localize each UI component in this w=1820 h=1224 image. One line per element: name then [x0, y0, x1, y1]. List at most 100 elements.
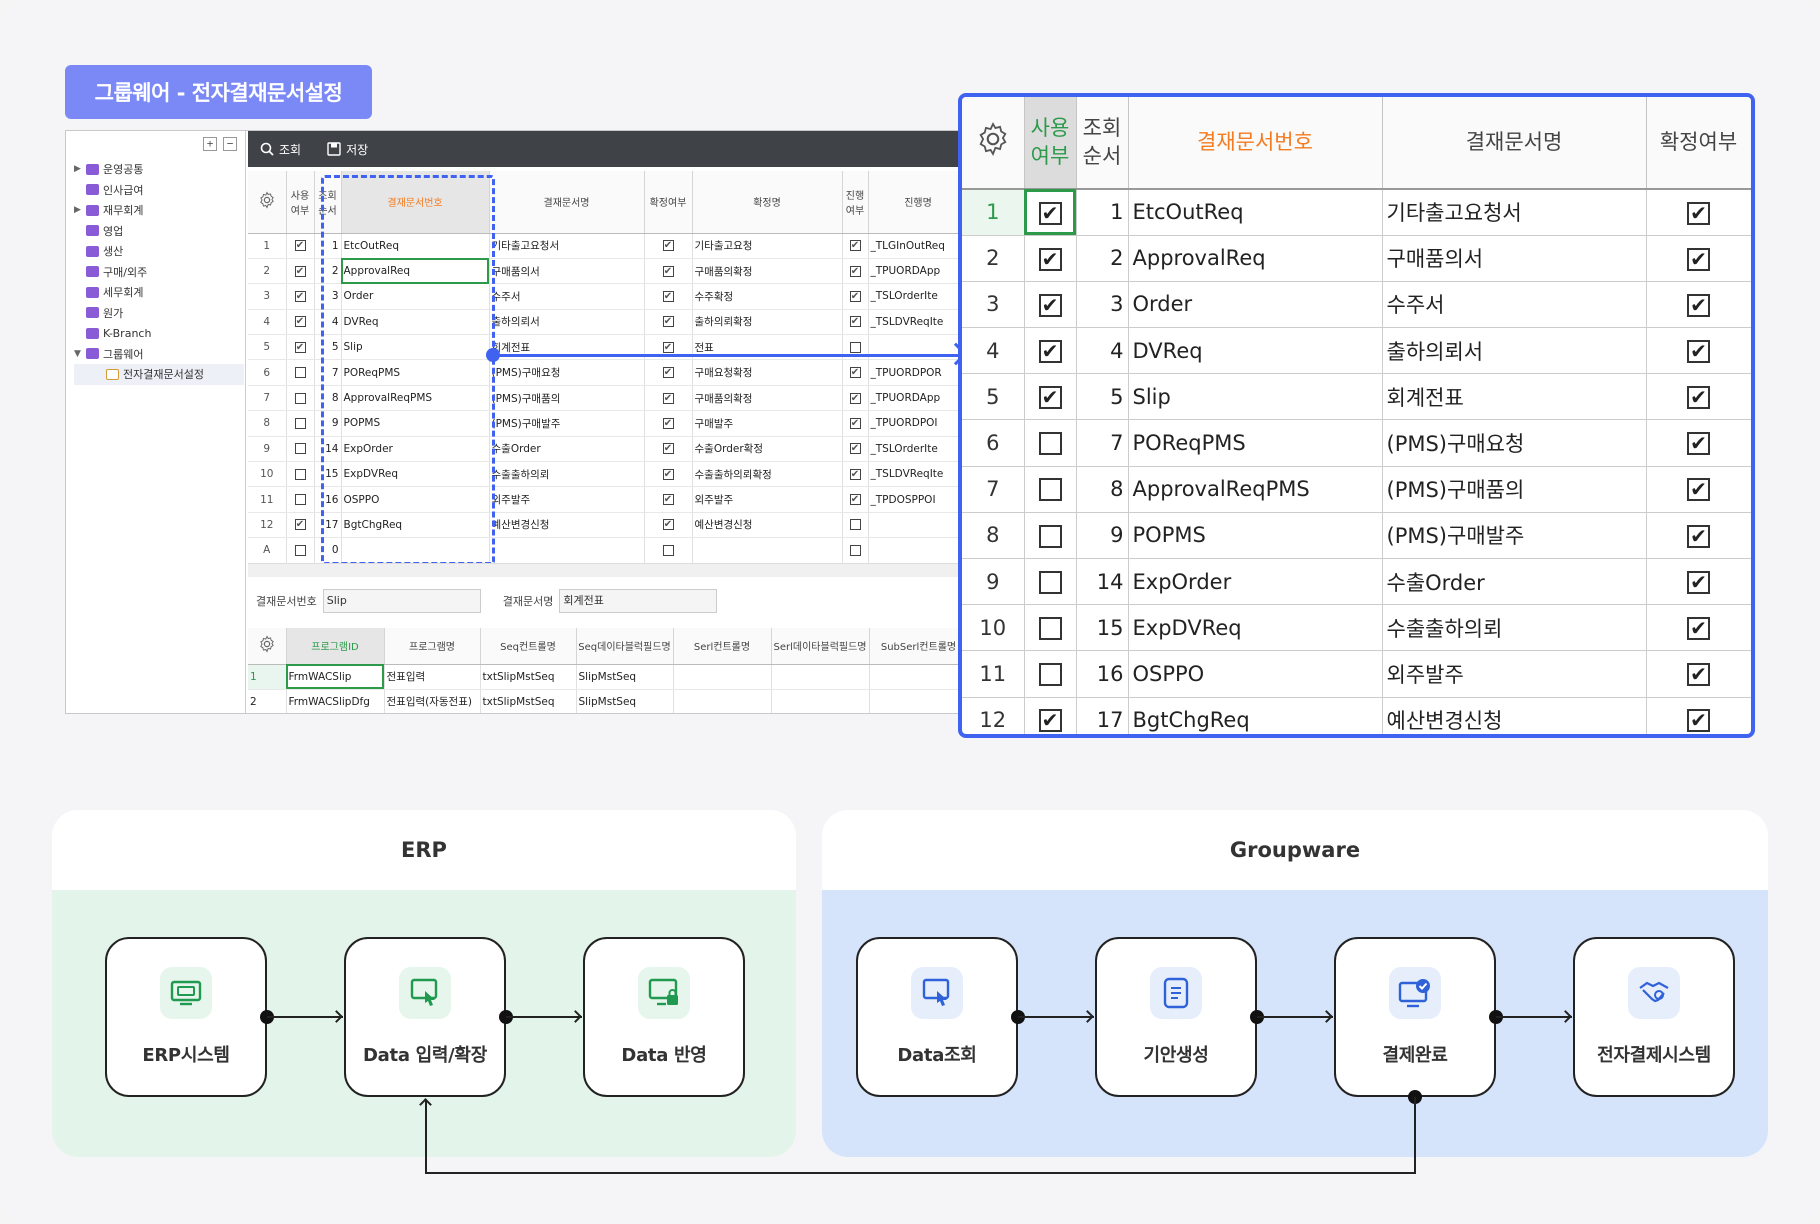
doc-code-cell[interactable]: ExpOrder: [1128, 558, 1383, 606]
use-cell[interactable]: [1024, 650, 1077, 698]
table-row[interactable]: 10 15 ExpDVReq 수출출하의뢰 ✔: [962, 604, 1751, 652]
doc-code-cell[interactable]: BgtChgReq: [341, 512, 490, 539]
doc-name-cell[interactable]: 예산변경신청: [1382, 697, 1647, 734]
table-row[interactable]: 6 7 POReqPMS (PMS)구매요청 ✔ 구매요청확정 ✔ _TPUOR…: [248, 359, 964, 386]
progress-name-cell[interactable]: _TPUORDPOR: [868, 359, 964, 386]
checkbox[interactable]: ✔: [849, 290, 861, 302]
confirm-cell[interactable]: ✔: [644, 486, 693, 513]
table-row[interactable]: 1 ✔ 1 EtcOutReq 기타출고요청서 ✔: [962, 189, 1751, 236]
checkbox[interactable]: ✔: [1687, 293, 1710, 317]
checkbox[interactable]: ✔: [849, 240, 861, 252]
checkbox[interactable]: ✔: [1687, 339, 1710, 363]
doc-name-cell[interactable]: 외주발주: [489, 486, 645, 513]
doc-name-cell[interactable]: 회계전표: [1382, 373, 1647, 421]
confirm-name-cell[interactable]: 수출Order확정: [692, 436, 843, 463]
table-row[interactable]: 2 FrmWACSlipDfg 전표입력(자동전표) txtSlipMstSeq…: [248, 689, 964, 713]
checkbox[interactable]: [849, 341, 861, 353]
use-cell[interactable]: [286, 410, 315, 437]
confirm-name-cell[interactable]: 구매품의확정: [692, 385, 843, 412]
order-cell[interactable]: 1: [1076, 189, 1129, 236]
checkbox[interactable]: ✔: [1687, 617, 1710, 641]
use-cell[interactable]: [286, 461, 315, 488]
doc-name-cell[interactable]: (PMS)구매발주: [1382, 512, 1647, 560]
checkbox[interactable]: ✔: [662, 367, 674, 379]
checkbox[interactable]: [294, 367, 306, 379]
progress-name-cell[interactable]: _TPUORDPOI: [868, 410, 964, 437]
confirm-cell[interactable]: ✔: [1646, 466, 1751, 513]
confirm-cell[interactable]: [644, 537, 693, 564]
use-cell[interactable]: ✔: [1024, 235, 1077, 282]
tree-item[interactable]: 영업: [74, 221, 244, 242]
checkbox[interactable]: ✔: [662, 494, 674, 506]
expand-arrow-icon[interactable]: ▶: [74, 205, 81, 216]
use-cell[interactable]: [286, 486, 315, 513]
checkbox[interactable]: [849, 544, 861, 556]
confirm-name-cell[interactable]: 예산변경신청: [692, 512, 843, 539]
checkbox[interactable]: ✔: [849, 316, 861, 328]
col-program-name[interactable]: 프로그램명: [384, 628, 481, 665]
use-cell[interactable]: [1024, 558, 1077, 606]
progress-cell[interactable]: ✔: [842, 385, 869, 412]
order-cell[interactable]: 14: [1076, 558, 1129, 606]
order-cell[interactable]: 15: [1076, 604, 1129, 652]
table-row[interactable]: 2 ✔ 2 ApprovalReq 구매품의서 ✔ 구매품의확정 ✔ _TPUO…: [248, 258, 964, 285]
doc-name-cell[interactable]: 수주서: [1382, 281, 1647, 329]
use-cell[interactable]: ✔: [1024, 373, 1077, 421]
confirm-name-cell[interactable]: 출하의뢰확정: [692, 309, 843, 336]
order-cell[interactable]: 3: [314, 283, 342, 310]
doc-code-cell[interactable]: ApprovalReq: [341, 258, 490, 285]
checkbox[interactable]: [662, 544, 674, 556]
order-cell[interactable]: 8: [314, 385, 342, 412]
confirm-cell[interactable]: ✔: [644, 385, 693, 412]
checkbox[interactable]: ✔: [294, 519, 306, 531]
doc-code-cell[interactable]: POReqPMS: [1128, 419, 1383, 467]
progress-name-cell[interactable]: _TLGInOutReq: [868, 233, 964, 259]
checkbox[interactable]: [1038, 663, 1062, 687]
checkbox[interactable]: ✔: [849, 392, 861, 404]
checkbox[interactable]: [849, 519, 861, 531]
table-row[interactable]: 6 7 POReqPMS (PMS)구매요청 ✔: [962, 419, 1751, 467]
tree-item[interactable]: ▼그룹웨어: [74, 344, 244, 365]
checkbox[interactable]: [1038, 524, 1062, 548]
progress-name-cell[interactable]: [868, 512, 964, 539]
doc-code-cell[interactable]: EtcOutReq: [1128, 189, 1383, 236]
confirm-cell[interactable]: ✔: [644, 309, 693, 336]
serl-control-cell[interactable]: [673, 664, 772, 690]
doc-code-cell[interactable]: ExpOrder: [341, 436, 490, 463]
confirm-cell[interactable]: ✔: [1646, 327, 1751, 375]
doc-name-cell[interactable]: (PMS)구매요청: [1382, 419, 1647, 467]
use-cell[interactable]: [1024, 419, 1077, 467]
table-row[interactable]: 9 14 ExpOrder 수출Order ✔ 수출Order확정 ✔ _TSL…: [248, 436, 964, 463]
use-cell[interactable]: ✔: [286, 512, 315, 539]
confirm-cell[interactable]: ✔: [1646, 419, 1751, 467]
subserl-control-cell[interactable]: [869, 664, 964, 690]
table-row[interactable]: 2 ✔ 2 ApprovalReq 구매품의서 ✔: [962, 235, 1751, 282]
search-button[interactable]: 조회: [260, 141, 301, 158]
confirm-cell[interactable]: ✔: [644, 410, 693, 437]
use-cell[interactable]: [286, 436, 315, 463]
progress-name-cell[interactable]: _TSLDVReqIte: [868, 461, 964, 488]
checkbox[interactable]: ✔: [294, 290, 306, 302]
checkbox[interactable]: ✔: [294, 341, 306, 353]
checkbox[interactable]: ✔: [1687, 386, 1710, 410]
confirm-cell[interactable]: ✔: [1646, 512, 1751, 560]
doc-code-cell[interactable]: ExpDVReq: [1128, 604, 1383, 652]
checkbox[interactable]: ✔: [662, 316, 674, 328]
seq-field-cell[interactable]: SlipMstSeq: [576, 689, 674, 713]
use-cell[interactable]: [1024, 512, 1077, 560]
confirm-cell[interactable]: ✔: [644, 436, 693, 463]
doc-code-cell[interactable]: Order: [341, 283, 490, 310]
checkbox[interactable]: ✔: [1687, 709, 1710, 733]
doc-code-cell[interactable]: DVReq: [1128, 327, 1383, 375]
progress-cell[interactable]: ✔: [842, 436, 869, 463]
doc-code-cell[interactable]: ApprovalReqPMS: [341, 385, 490, 412]
doc-name-cell[interactable]: 출하의뢰서: [1382, 327, 1647, 375]
col-doc-name[interactable]: 결재문서명: [489, 171, 645, 234]
serl-field-cell[interactable]: [771, 664, 870, 690]
checkbox[interactable]: ✔: [1038, 386, 1062, 410]
checkbox[interactable]: [1038, 432, 1062, 456]
use-cell[interactable]: [286, 537, 315, 564]
checkbox[interactable]: ✔: [1038, 293, 1062, 317]
checkbox[interactable]: ✔: [294, 240, 306, 252]
tree-item[interactable]: 구매/외주: [74, 262, 244, 283]
